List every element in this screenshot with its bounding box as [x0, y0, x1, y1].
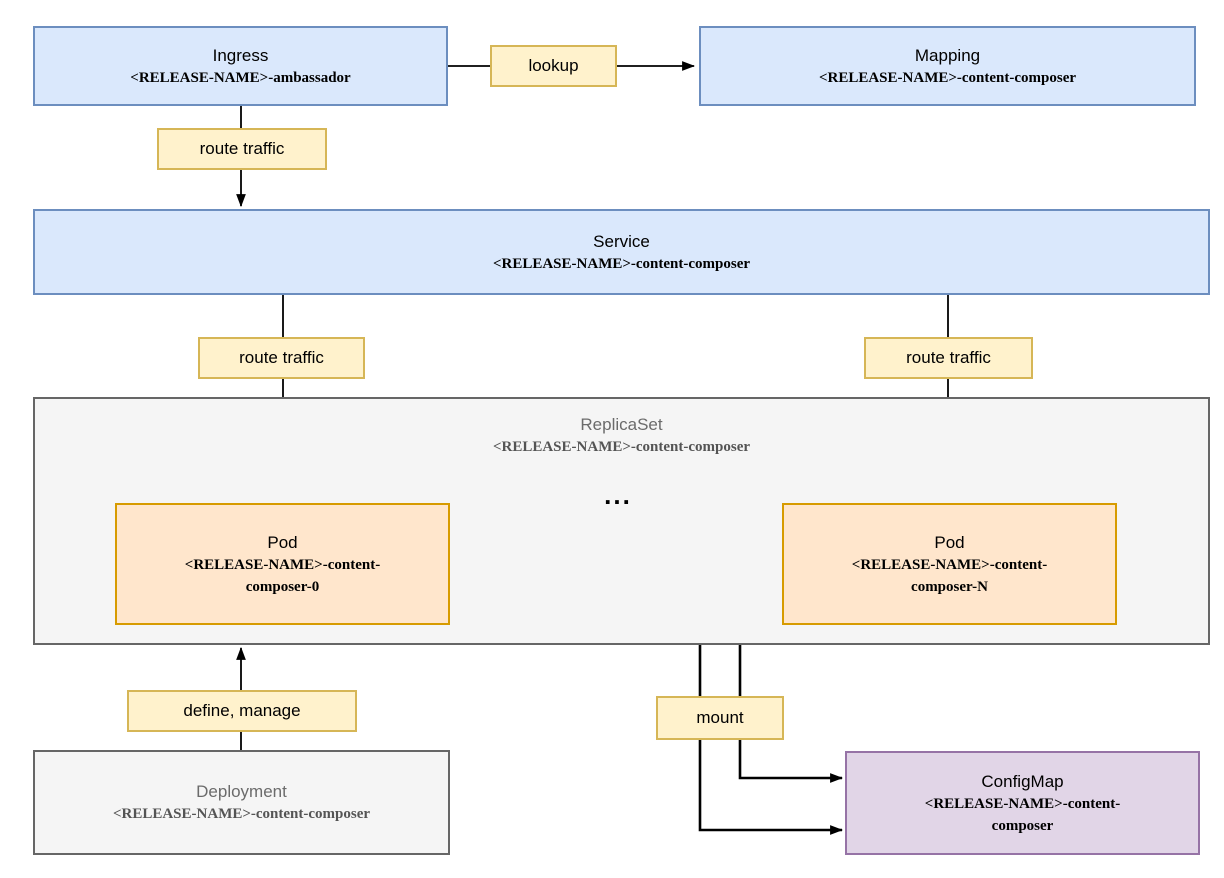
mapping-title: Mapping [914, 45, 981, 65]
edge-label-route-traffic-right: route traffic [864, 337, 1033, 379]
node-ingress: Ingress <RELEASE-NAME>-ambassador [33, 26, 448, 106]
podN-title: Pod [934, 532, 965, 552]
pod0-title: Pod [267, 532, 298, 552]
replicaset-subtitle: <RELEASE-NAME>-content-composer [492, 439, 751, 455]
podN-subtitle: <RELEASE-NAME>-content-composer-N [851, 556, 1048, 595]
node-service: Service <RELEASE-NAME>-content-composer [33, 209, 1210, 295]
replicaset-title: ReplicaSet [580, 415, 663, 434]
edge-label-lookup: lookup [490, 45, 617, 87]
node-pod-n: Pod <RELEASE-NAME>-content-composer-N [782, 503, 1117, 625]
edge-label-define-manage: define, manage [127, 690, 357, 732]
mapping-subtitle: <RELEASE-NAME>-content-composer [818, 69, 1077, 86]
pods-ellipsis: ... [604, 480, 632, 510]
ingress-title: Ingress [212, 45, 269, 65]
configmap-subtitle: <RELEASE-NAME>-content-composer [924, 795, 1121, 834]
deployment-title: Deployment [196, 782, 287, 801]
service-title: Service [593, 231, 650, 251]
ingress-subtitle: <RELEASE-NAME>-ambassador [130, 69, 351, 86]
edge-label-route-traffic-left: route traffic [198, 337, 365, 379]
node-pod-0: Pod <RELEASE-NAME>-content-composer-0 [115, 503, 450, 625]
edge-label-mount: mount [656, 696, 784, 740]
node-mapping: Mapping <RELEASE-NAME>-content-composer [699, 26, 1196, 106]
node-configmap: ConfigMap <RELEASE-NAME>-content-compose… [845, 751, 1200, 855]
deployment-subtitle: <RELEASE-NAME>-content-composer [112, 806, 371, 822]
configmap-title: ConfigMap [981, 771, 1064, 791]
service-subtitle: <RELEASE-NAME>-content-composer [492, 255, 751, 272]
node-deployment: Deployment <RELEASE-NAME>-content-compos… [33, 750, 450, 855]
pod0-subtitle: <RELEASE-NAME>-content-composer-0 [184, 556, 381, 595]
edge-label-route-traffic-top: route traffic [157, 128, 327, 170]
